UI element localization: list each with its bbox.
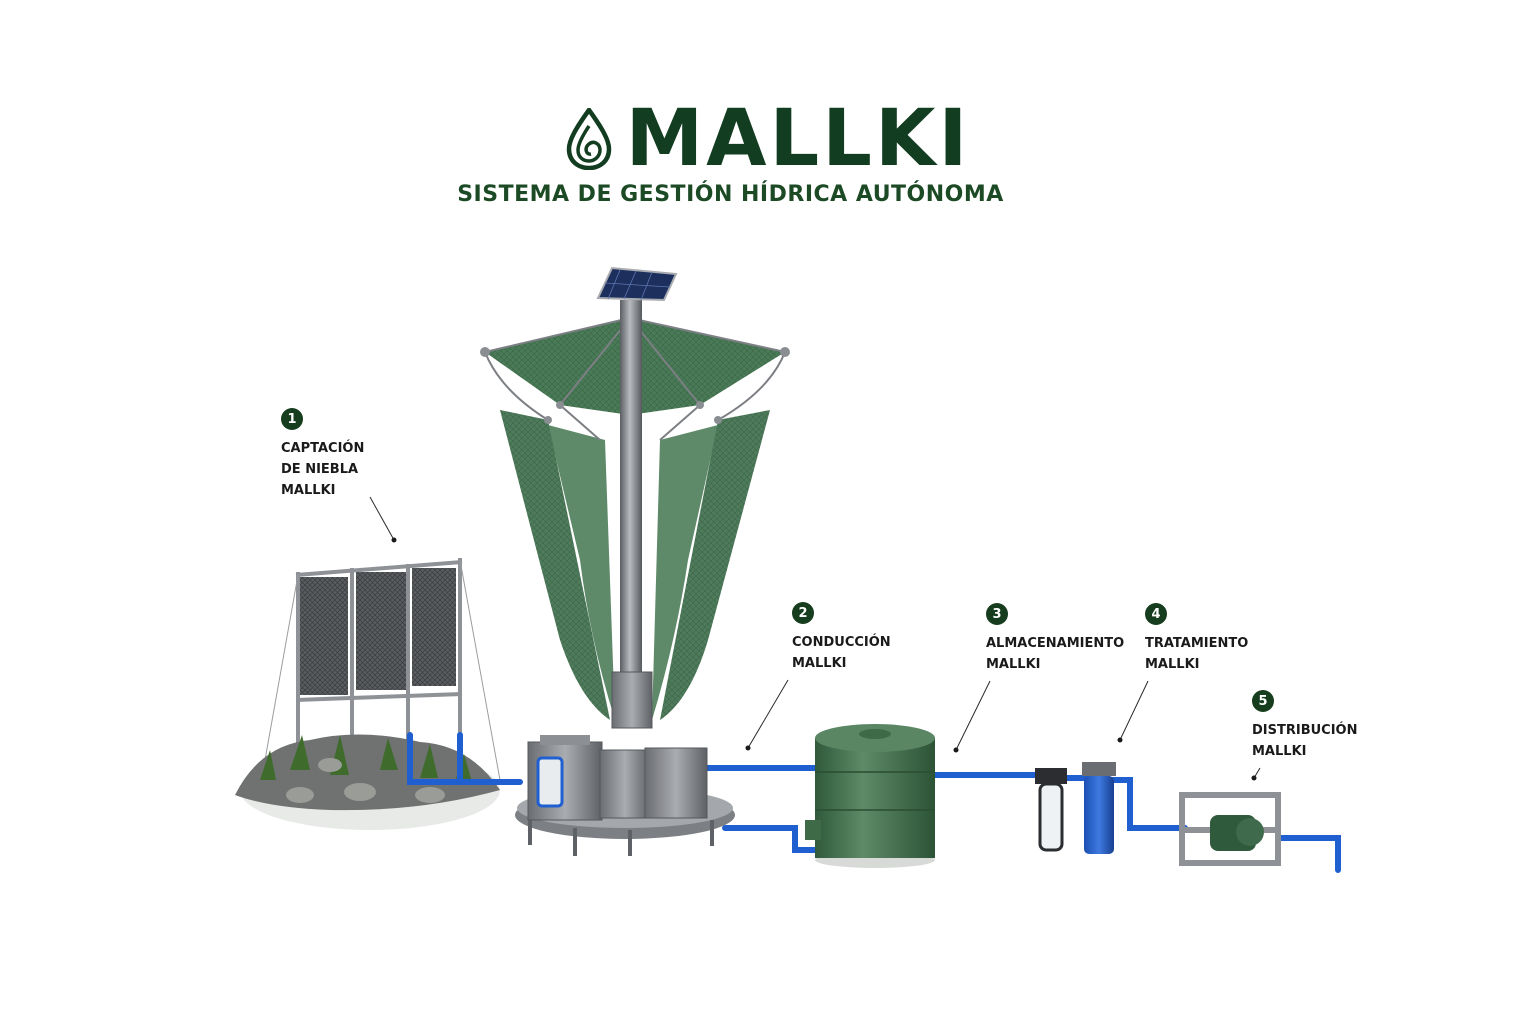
pump-unit	[1179, 792, 1281, 866]
step-number-badge: 3	[986, 603, 1008, 625]
fog-tower	[480, 266, 790, 856]
callout-label: CAPTACIÓN DE NIEBLA MALLKI	[281, 441, 365, 498]
callout-label: DISTRIBUCIÓN MALLKI	[1252, 723, 1358, 759]
callout-label: TRATAMIENTO MALLKI	[1145, 636, 1249, 672]
storage-tank	[805, 724, 935, 868]
fog-catcher-panels	[235, 558, 501, 830]
treatment-filters	[1035, 762, 1116, 854]
brand-header: MALLKI	[0, 100, 1536, 178]
step-number-badge: 4	[1145, 603, 1167, 625]
step-number-badge: 5	[1252, 690, 1274, 712]
callout-label: CONDUCCIÓN MALLKI	[792, 635, 891, 671]
step-number-badge: 1	[281, 408, 303, 430]
step-number-badge: 2	[792, 602, 814, 624]
page-title: MALLKI	[625, 94, 971, 184]
page-subtitle: SISTEMA DE GESTIÓN HÍDRICA AUTÓNOMA	[457, 182, 1004, 207]
leader-lines	[369, 496, 1261, 779]
water-drop-leaf-icon	[566, 108, 611, 170]
callout-treatment: 4 TRATAMIENTO MALLKI	[1145, 603, 1248, 675]
callout-conduction: 2 CONDUCCIÓN MALLKI	[792, 602, 891, 674]
callout-storage: 3 ALMACENAMIENTO MALLKI	[986, 603, 1124, 675]
callout-label: ALMACENAMIENTO MALLKI	[986, 636, 1125, 672]
solar-panel	[596, 266, 678, 302]
callout-fog-capture: 1 CAPTACIÓN DE NIEBLA MALLKI	[281, 408, 364, 501]
callout-distribution: 5 DISTRIBUCIÓN MALLKI	[1252, 690, 1357, 762]
